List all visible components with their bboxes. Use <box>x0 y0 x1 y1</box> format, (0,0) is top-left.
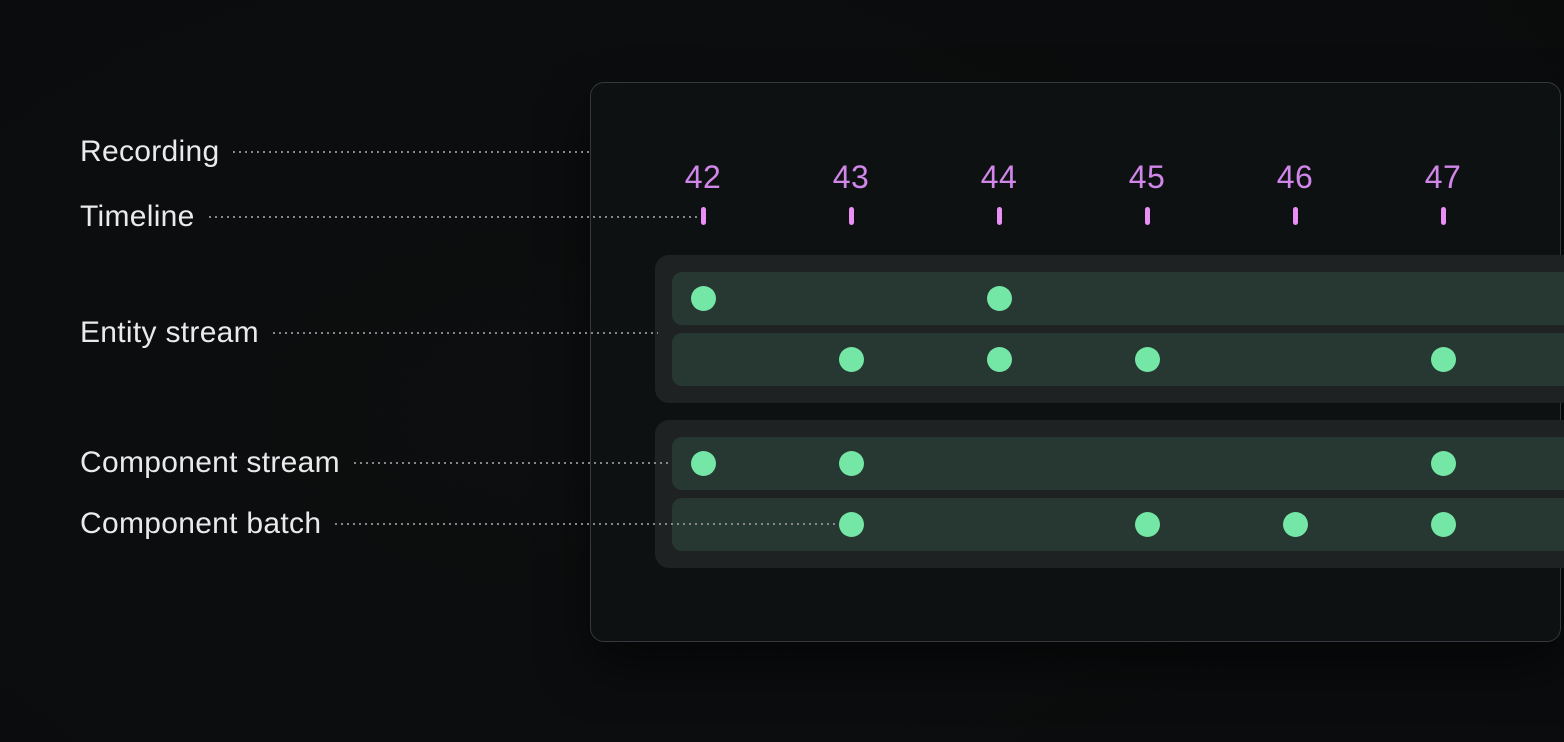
timeline-tick-label: 46 <box>1276 159 1314 195</box>
leader-line <box>233 151 590 153</box>
entity-row <box>672 272 1564 325</box>
event-dot <box>838 451 864 476</box>
annotation-component-stream-label: Component stream <box>80 446 340 479</box>
leader-line <box>208 216 697 218</box>
component-row <box>672 437 1564 490</box>
leader-line <box>335 523 838 525</box>
event-dot <box>838 512 864 537</box>
annotation-recording-label: Recording <box>80 135 220 168</box>
event-dot <box>690 451 716 476</box>
event-dot <box>986 347 1012 372</box>
leader-line <box>353 462 672 464</box>
event-dot <box>1430 512 1456 537</box>
entity-stream-group <box>655 255 1564 403</box>
timeline-tick-label: 43 <box>832 159 870 195</box>
annotation-component-batch: Component batch <box>80 506 838 542</box>
timeline-tick-label: 44 <box>980 159 1018 195</box>
annotation-component-batch-label: Component batch <box>80 507 322 540</box>
annotation-recording: Recording <box>80 134 590 170</box>
annotation-component-stream: Component stream <box>80 445 672 481</box>
timeline-tick-label: 42 <box>684 159 722 195</box>
component-stream-group <box>655 420 1564 568</box>
event-dot <box>838 347 864 372</box>
timeline-tick-mark <box>1144 207 1150 225</box>
timeline-tick-label: 45 <box>1128 159 1166 195</box>
annotation-timeline-label: Timeline <box>80 200 195 233</box>
timeline-tick-mark <box>1292 207 1298 225</box>
event-dot <box>1134 347 1160 372</box>
annotation-timeline: Timeline <box>80 199 697 235</box>
timeline-tick-mark <box>848 207 854 225</box>
leader-line <box>272 332 658 334</box>
timeline-tick-mark <box>700 207 706 225</box>
event-dot <box>1430 347 1456 372</box>
event-dot <box>1282 512 1308 537</box>
timeline-tick-label: 47 <box>1424 159 1462 195</box>
annotation-entity-stream: Entity stream <box>80 315 658 351</box>
entity-row <box>672 333 1564 386</box>
event-dot <box>986 286 1012 311</box>
event-dot <box>1430 451 1456 476</box>
annotation-entity-stream-label: Entity stream <box>80 316 259 349</box>
timeline-tick-mark <box>996 207 1002 225</box>
event-dot <box>1134 512 1160 537</box>
timeline-tick-mark <box>1440 207 1446 225</box>
event-dot <box>690 286 716 311</box>
